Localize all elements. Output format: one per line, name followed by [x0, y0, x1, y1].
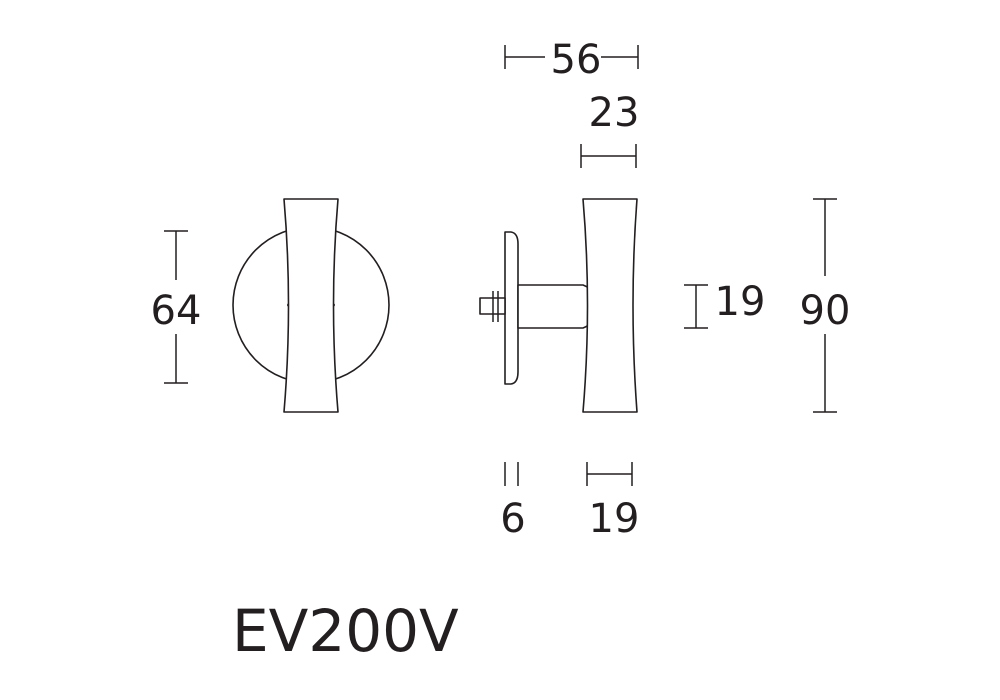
- dimension-label-stem-length: 19: [589, 496, 640, 542]
- product-code: EV200V: [232, 597, 459, 665]
- dimension-label-rose-diameter: 64: [151, 288, 202, 334]
- dimension-6: 6: [500, 462, 526, 542]
- dimension-19-stem: 19: [586, 462, 640, 542]
- side-view: [479, 198, 638, 413]
- dimension-90: 90: [800, 198, 851, 413]
- dimension-label-handle-height: 90: [800, 288, 851, 334]
- rose-profile: [504, 231, 519, 385]
- dimension-label-overall-depth: 56: [551, 37, 602, 83]
- handle-side: [582, 198, 638, 413]
- dimension-label-handle-width: 19: [715, 279, 766, 325]
- dimension-23: 23: [580, 90, 640, 168]
- dimension-label-handle-depth: 23: [589, 90, 640, 136]
- dimension-19-width: 19: [684, 279, 766, 329]
- front-view: [232, 198, 390, 413]
- dimension-56: 56: [504, 37, 639, 83]
- dimension-64: 64: [151, 230, 202, 384]
- dimension-label-rose-thickness: 6: [500, 496, 525, 542]
- handle-front: [283, 198, 339, 413]
